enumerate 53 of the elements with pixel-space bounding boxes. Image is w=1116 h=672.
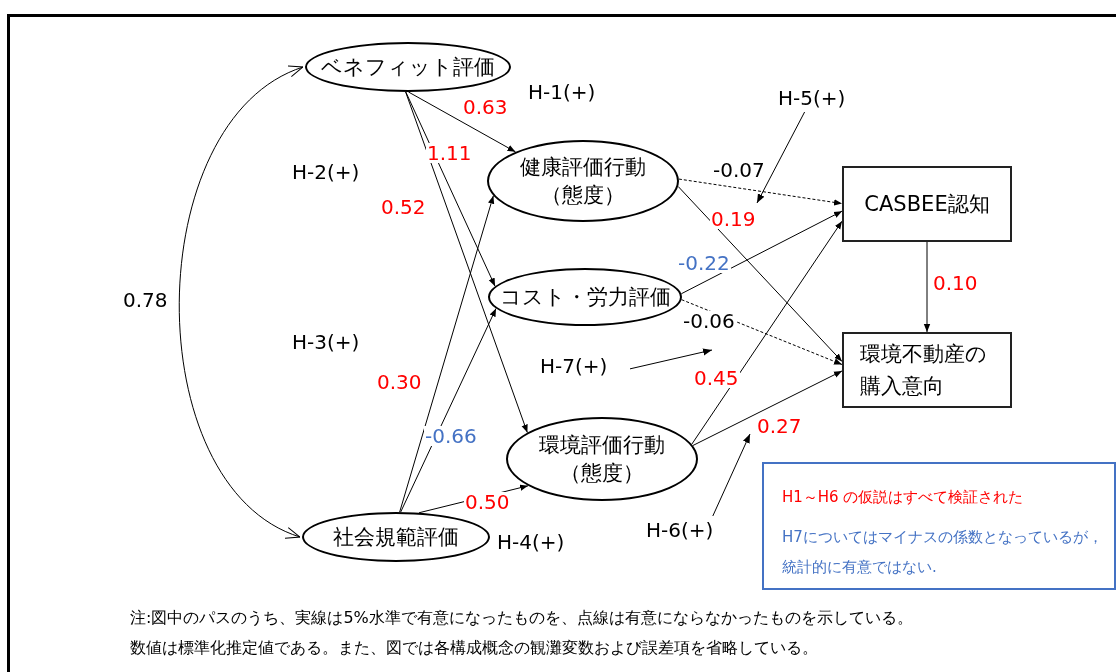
arrow	[178, 66, 304, 538]
hypothesis-label: H-3(+)	[292, 332, 360, 352]
arrow	[681, 299, 843, 365]
note-text: H1～H6 の仮説はすべて検証された	[782, 487, 1025, 508]
arrow	[691, 220, 843, 445]
construct-label: コスト・労力評価	[499, 284, 671, 311]
footnote-text: 注:図中のパスのうち、実線は5%水準で有意になったものを、点線は有意にならなかったものを示している。	[130, 610, 913, 626]
arrow	[680, 210, 843, 295]
construct-ellipse	[488, 268, 682, 326]
arrow	[405, 91, 528, 434]
hypothesis-label: H-1(+)	[528, 82, 596, 102]
edge-label: 0.10	[932, 273, 979, 293]
arrow	[677, 185, 843, 362]
arrow	[408, 91, 516, 153]
variable-label: CASBEE認知	[864, 191, 990, 218]
arrow	[756, 111, 806, 204]
edge-label: 0.45	[693, 368, 740, 388]
arrow	[712, 433, 751, 517]
note-text: H7についてはマイナスの係数となっているが，統計的に有意ではない.	[782, 527, 1104, 578]
construct-label: （態度）	[560, 460, 644, 487]
footnote-text: 数値は標準化推定値である。また、図では各構成概念の観灘変数および誤差項を省略している。	[130, 640, 818, 656]
arrow	[405, 91, 496, 287]
edge-label: 1.11	[426, 143, 473, 163]
arrow	[629, 348, 713, 370]
edge-label: 0.52	[380, 197, 427, 217]
variable-label: 環境不動産の購入意向	[860, 341, 988, 400]
edge-label: -0.06	[682, 311, 736, 331]
edge-label: 0.30	[376, 372, 423, 392]
arrow	[399, 195, 495, 513]
arrow	[400, 308, 497, 513]
hypothesis-label: H-2(+)	[292, 162, 360, 182]
edge-label: 0.50	[464, 492, 511, 512]
edge-label: -0.66	[424, 426, 478, 446]
hypothesis-label: H-5(+)	[778, 84, 846, 112]
hypothesis-label: H-7(+)	[540, 352, 608, 380]
edge-label: 0.19	[710, 209, 757, 229]
variable-box	[842, 332, 1012, 408]
arrow	[678, 178, 843, 206]
edge-label: 0.78	[122, 290, 169, 310]
construct-label: 環境評価行動	[539, 432, 665, 459]
construct-label: 健康評価行動	[520, 154, 646, 181]
edge-label: -0.07	[712, 160, 766, 180]
edge-label: 0.63	[462, 97, 509, 117]
construct-label: 社会規範評価	[333, 524, 459, 551]
construct-label: ベネフィット評価	[321, 54, 495, 81]
hypothesis-label: H-4(+)	[497, 532, 565, 552]
hypothesis-label: H-6(+)	[646, 516, 714, 544]
construct-label: （態度）	[541, 182, 625, 209]
variable-box	[842, 166, 1012, 242]
edge-label: -0.22	[677, 253, 731, 273]
edge-label: 0.27	[756, 416, 803, 436]
arrow	[923, 241, 931, 333]
note-box	[762, 462, 1116, 590]
